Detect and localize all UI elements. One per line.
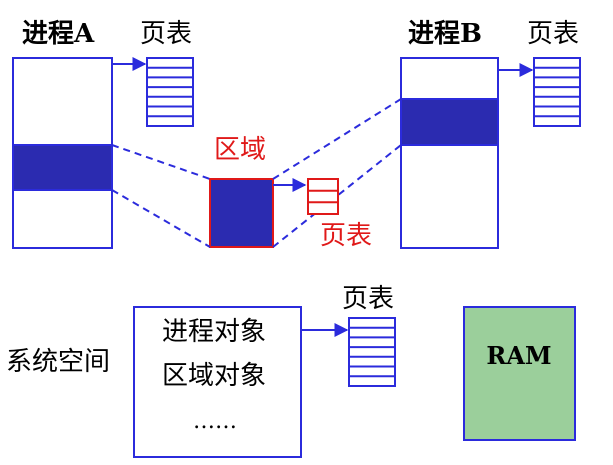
page-table-a-label: 页表: [140, 19, 192, 49]
system-space-box: [133, 306, 302, 458]
page-table-b-label: 页表: [527, 19, 579, 49]
process-a-shared-block: [12, 144, 113, 191]
page-table-region-label: 页表: [320, 221, 372, 251]
mapping-line-b-top: [272, 98, 402, 180]
process-b-shared-block: [400, 98, 499, 146]
mapping-line-a-top: [111, 144, 211, 180]
process-object-label: 进程对象: [162, 317, 266, 347]
shared-region-block: [209, 178, 274, 248]
page-table-a: [146, 57, 194, 127]
ellipsis-label: ……: [193, 409, 237, 434]
system-space-label: 系统空间: [6, 347, 110, 377]
page-table-region: [307, 178, 339, 215]
mapping-line-b-bottom: [272, 144, 402, 248]
page-table-system: [348, 317, 396, 387]
process-a-label: 进程A: [22, 19, 95, 49]
region-label: 区域: [214, 135, 266, 165]
ram-label: RAM: [486, 341, 551, 370]
mapping-line-a-bottom: [111, 189, 211, 248]
ram-block: [463, 306, 576, 441]
process-b-address-space: [400, 57, 499, 249]
process-b-label: 进程B: [408, 19, 482, 49]
region-object-label: 区域对象: [162, 361, 266, 391]
page-table-system-label: 页表: [342, 284, 394, 314]
page-table-b: [533, 57, 581, 127]
